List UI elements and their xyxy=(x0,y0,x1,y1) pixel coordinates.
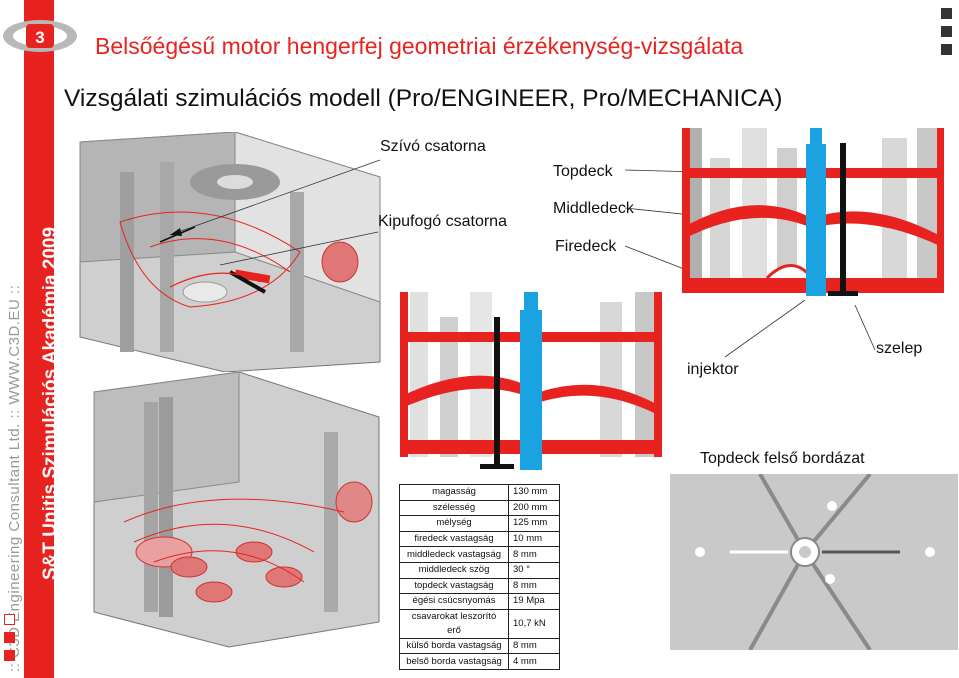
param-name: topdeck vastagság xyxy=(399,577,509,595)
deco-square xyxy=(4,632,15,643)
param-name: middledeck szög xyxy=(399,561,509,579)
deco-square xyxy=(4,650,15,661)
topdeck-label: Topdeck xyxy=(553,163,613,180)
sidebar-band xyxy=(24,0,54,678)
injector-label: injektor xyxy=(687,361,739,378)
firedeck-label: Firedeck xyxy=(555,238,617,255)
param-name: külső borda vastagság xyxy=(399,637,509,655)
section-detail-middle xyxy=(400,292,662,472)
deco-square xyxy=(4,614,15,625)
param-value: 19 Mpa xyxy=(508,593,560,610)
param-value: 8 mm xyxy=(508,637,560,655)
param-name: magasság xyxy=(399,484,509,501)
param-value: 8 mm xyxy=(508,546,560,563)
param-name: middledeck vastagság xyxy=(399,546,509,563)
intake-label: Szívó csatorna xyxy=(380,138,486,155)
valve-label: szelep xyxy=(876,340,923,357)
param-value: 130 mm xyxy=(508,484,560,501)
deco-square xyxy=(941,44,952,55)
param-name: belső borda vastagság xyxy=(399,653,509,670)
deco-square xyxy=(941,26,952,37)
param-value: 30 ° xyxy=(508,561,560,579)
page-title: Belsőégésű motor hengerfej geometriai ér… xyxy=(95,33,744,59)
deco-square xyxy=(941,8,952,19)
model-bottom-view xyxy=(93,372,380,648)
ribs-label: Topdeck felső bordázat xyxy=(700,450,865,467)
svg-text:3: 3 xyxy=(35,28,44,47)
exhaust-label: Kipufogó csatorna xyxy=(378,213,507,230)
topdeck-ribs-image xyxy=(670,474,958,650)
model-top-view xyxy=(79,132,381,372)
param-value: 10 mm xyxy=(508,530,560,548)
param-value: 125 mm xyxy=(508,515,560,532)
param-name: égési csúcsnyomás xyxy=(399,593,509,610)
param-value: 10,7 kN xyxy=(508,608,560,639)
param-name: firedeck vastagság xyxy=(399,530,509,548)
param-value: 200 mm xyxy=(508,499,560,517)
param-value: 4 mm xyxy=(508,653,560,670)
param-name: mélység xyxy=(399,515,509,532)
section-detail-top xyxy=(682,128,944,300)
c3d-logo: 3 xyxy=(3,20,77,52)
middledeck-label: Middledeck xyxy=(553,200,634,217)
page-subtitle: Vizsgálati szimulációs modell (Pro/ENGIN… xyxy=(64,85,783,112)
param-value: 8 mm xyxy=(508,577,560,595)
param-name: csavarokat leszorító erő xyxy=(399,608,509,639)
param-name: szélesség xyxy=(399,499,509,517)
